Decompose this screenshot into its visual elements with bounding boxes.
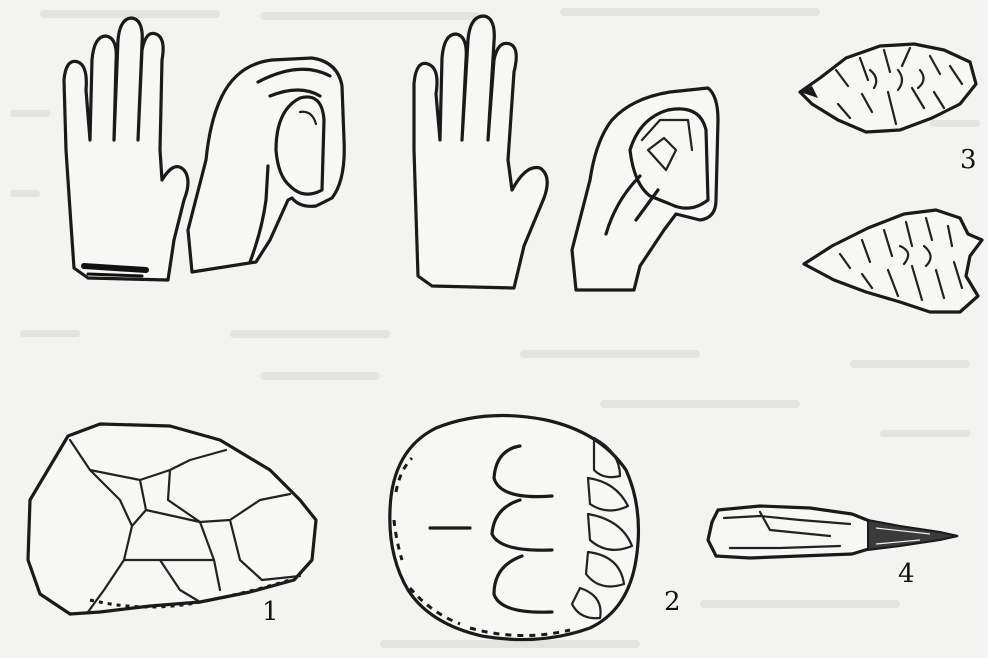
figure-label-3: 3: [960, 145, 977, 175]
figure-label-2: 2: [664, 587, 681, 617]
figure-label-1: 1: [262, 597, 279, 627]
scraper-stone-drawing: [390, 416, 639, 640]
figure-label-4: 4: [898, 559, 915, 589]
